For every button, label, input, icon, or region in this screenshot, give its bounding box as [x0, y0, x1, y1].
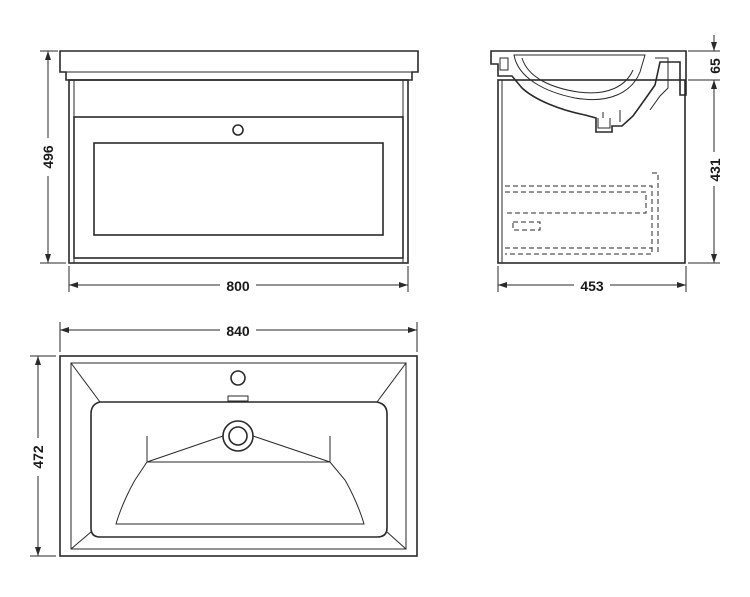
- front-width-dimension: 800: [68, 266, 409, 294]
- top-waste-inner: [228, 426, 248, 446]
- side-basin-outer: [490, 50, 687, 133]
- top-depth-label: 472: [30, 445, 46, 469]
- side-basin-height-label: 65: [707, 58, 723, 74]
- front-basin-top: [59, 50, 419, 81]
- side-depth-dimension: 453: [497, 266, 687, 294]
- side-drawer-hidden: [505, 172, 659, 255]
- front-cabinet: [68, 79, 409, 264]
- top-floor-slope-left: [146, 435, 224, 463]
- front-drawer-panel: [93, 142, 384, 236]
- top-chamfer-br: [386, 531, 407, 550]
- side-cabinet: [497, 79, 686, 264]
- top-chamfer-tl: [70, 362, 101, 403]
- front-height-dimension: 496: [36, 50, 66, 264]
- side-basin-height-dimension: 65: [688, 35, 723, 263]
- top-basin-outline: [59, 355, 418, 557]
- top-width-label: 840: [226, 323, 250, 339]
- side-view: [490, 50, 687, 264]
- side-basin-bowl: [513, 54, 646, 101]
- side-cabinet-height-label: 431: [707, 158, 723, 182]
- top-view: [59, 355, 418, 557]
- top-tap-hole: [230, 370, 246, 386]
- side-basin-back: [649, 57, 669, 111]
- top-waste-outer: [222, 420, 254, 452]
- top-chamfer-bl: [70, 531, 92, 550]
- top-basin-bowl: [90, 401, 388, 538]
- side-drawer-runner: [512, 221, 541, 231]
- top-chamfer-tr: [376, 362, 407, 403]
- side-waste-outlet: [597, 110, 621, 129]
- top-depth-dimension: 472: [26, 355, 56, 557]
- side-cabinet-height-dimension: 431: [688, 152, 726, 264]
- side-depth-label: 453: [580, 278, 604, 294]
- top-basin-floor: [115, 461, 365, 525]
- top-width-dimension: 840: [59, 321, 418, 352]
- front-view: [59, 50, 419, 264]
- front-height-label: 496: [40, 145, 56, 169]
- front-drawer-knob: [232, 124, 244, 136]
- front-drawer: [73, 116, 404, 259]
- front-width-label: 800: [226, 278, 250, 294]
- side-basin-front-lip: [499, 57, 509, 71]
- top-floor-slope-right: [252, 435, 331, 463]
- top-basin-rim: [70, 362, 407, 550]
- top-overflow-slot: [227, 395, 249, 402]
- side-basin-bowl-inner: [521, 57, 634, 94]
